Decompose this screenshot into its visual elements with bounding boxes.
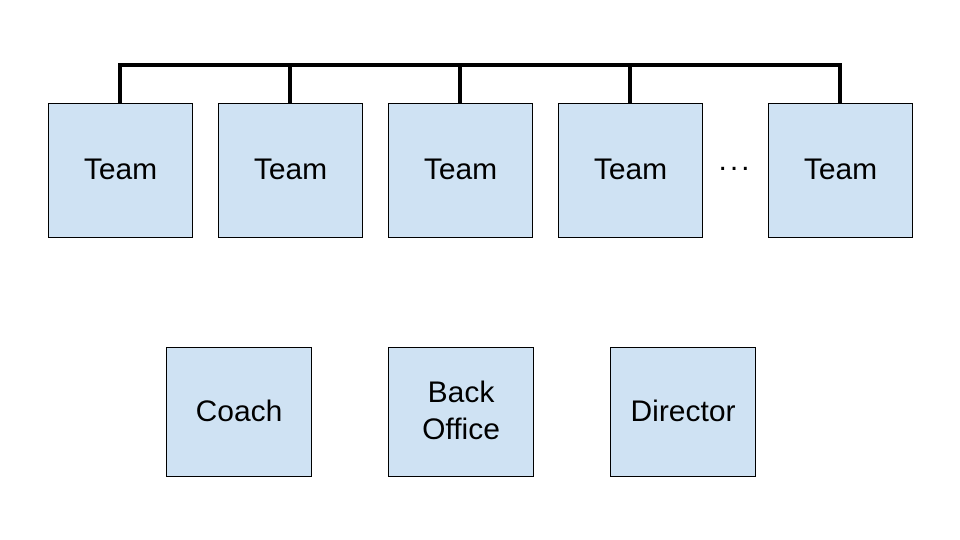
node-team-1-label: Team [83,153,158,187]
node-team-2-label: Team [253,153,328,187]
connector-stub-team-3 [458,63,462,104]
connector-stub-team-1 [118,63,122,104]
node-team-1: Team [48,103,193,238]
node-team-2: Team [218,103,363,238]
node-back-office: Back Office [388,347,534,477]
connector-stub-team-4 [628,63,632,104]
connector-horizontal-line [118,63,842,67]
node-coach: Coach [166,347,312,477]
more-teams-ellipsis-text: ... [718,143,753,177]
more-teams-ellipsis: ... [703,103,768,238]
node-coach-label: Coach [195,394,283,428]
node-team-3-label: Team [423,153,498,187]
node-team-4-label: Team [593,153,668,187]
node-team-5-label: Team [803,153,878,187]
connector-stub-team-5 [838,63,842,104]
node-back-office-label: Back Office [422,376,500,446]
node-team-4: Team [558,103,703,238]
connector-stub-team-2 [288,63,292,104]
node-director-label: Director [630,394,736,428]
node-team-3: Team [388,103,533,238]
node-director: Director [610,347,756,477]
node-team-5: Team [768,103,913,238]
